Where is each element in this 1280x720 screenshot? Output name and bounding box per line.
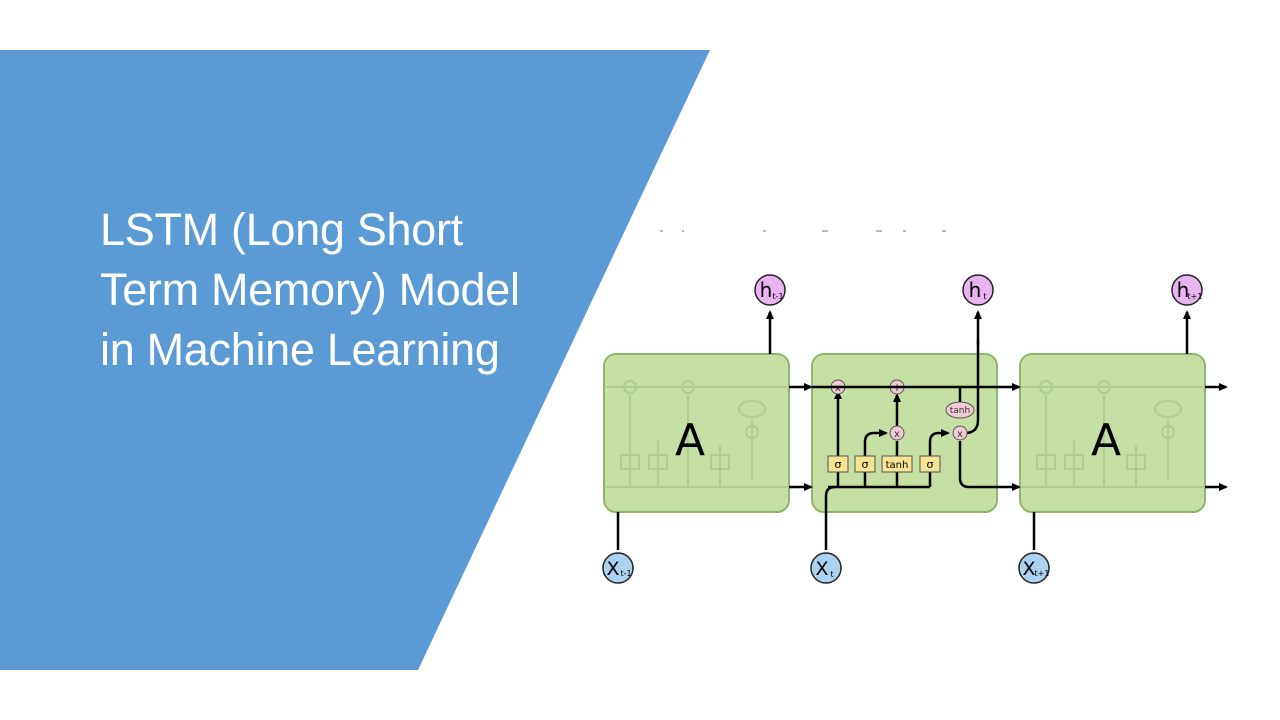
output-node-base: h xyxy=(969,278,982,302)
cell-label: A xyxy=(675,415,705,466)
blue-trapezoid xyxy=(0,50,710,670)
input-multiply-label: x xyxy=(894,429,900,440)
output-node-h-t-1: h t-1 xyxy=(754,274,786,306)
input-nodes: X t-1 X t X t+1 xyxy=(602,552,1050,584)
input-node-sub: t-1 xyxy=(620,569,631,578)
lstm-cell-current: x + x tanh x σ σ tanh σ xyxy=(811,340,998,513)
output-tanh-op xyxy=(945,401,975,419)
output-gate-box xyxy=(919,455,941,473)
forget-gate-box xyxy=(827,455,849,473)
output-node-sub: t-1 xyxy=(772,292,783,301)
lstm-cell-previous: A xyxy=(603,353,790,513)
input-node-sub: t+1 xyxy=(1035,569,1050,578)
candidate-tanh-label: tanh xyxy=(886,460,909,471)
input-line-2 xyxy=(824,485,836,550)
output-gate-label: σ xyxy=(927,458,934,471)
output-multiply-label: x xyxy=(957,429,963,440)
input-gate-label: σ xyxy=(862,458,869,471)
output-multiply-op xyxy=(952,425,968,441)
input-node-base: X xyxy=(606,558,619,580)
lstm-cell-next: A xyxy=(1019,353,1206,513)
candidate-tanh-box xyxy=(881,455,913,473)
output-nodes: h t-1 h t h t+1 xyxy=(754,274,1203,306)
faint-artifact-line xyxy=(660,230,946,232)
input-node-x-t: X t xyxy=(810,552,842,584)
cell-connections xyxy=(616,310,1228,550)
input-node-base: X xyxy=(815,558,828,580)
output-node-h-t: h t xyxy=(962,274,994,306)
output-node-base: h xyxy=(1177,278,1190,302)
gate-layers: σ σ tanh σ xyxy=(827,455,941,473)
input-node-base: X xyxy=(1022,558,1035,580)
output-node-h-t1: h t+1 xyxy=(1171,274,1203,306)
output-node-base: h xyxy=(760,278,773,302)
output-node-sub: t xyxy=(983,292,986,301)
input-node-x-t-1: X t-1 xyxy=(602,552,634,584)
input-gate-box xyxy=(854,455,876,473)
forget-multiply-label: x xyxy=(835,383,841,394)
cell-box xyxy=(1019,353,1206,513)
faded-internal-lines xyxy=(604,380,789,488)
slide-title: LSTM (Long Short Term Memory) Model in M… xyxy=(100,204,520,375)
input-node-x-t1: X t+1 xyxy=(1018,552,1050,584)
input-multiply-op xyxy=(889,425,905,441)
output-node-sub: t+1 xyxy=(1188,292,1203,301)
input-node-sub: t xyxy=(830,570,833,579)
forget-gate-label: σ xyxy=(835,458,842,471)
cell-internal-lines xyxy=(828,340,997,489)
cell-label: A xyxy=(1091,415,1121,466)
cell-box xyxy=(603,353,790,513)
faded-internal-lines xyxy=(1020,380,1205,488)
output-tanh-label: tanh xyxy=(950,406,970,416)
